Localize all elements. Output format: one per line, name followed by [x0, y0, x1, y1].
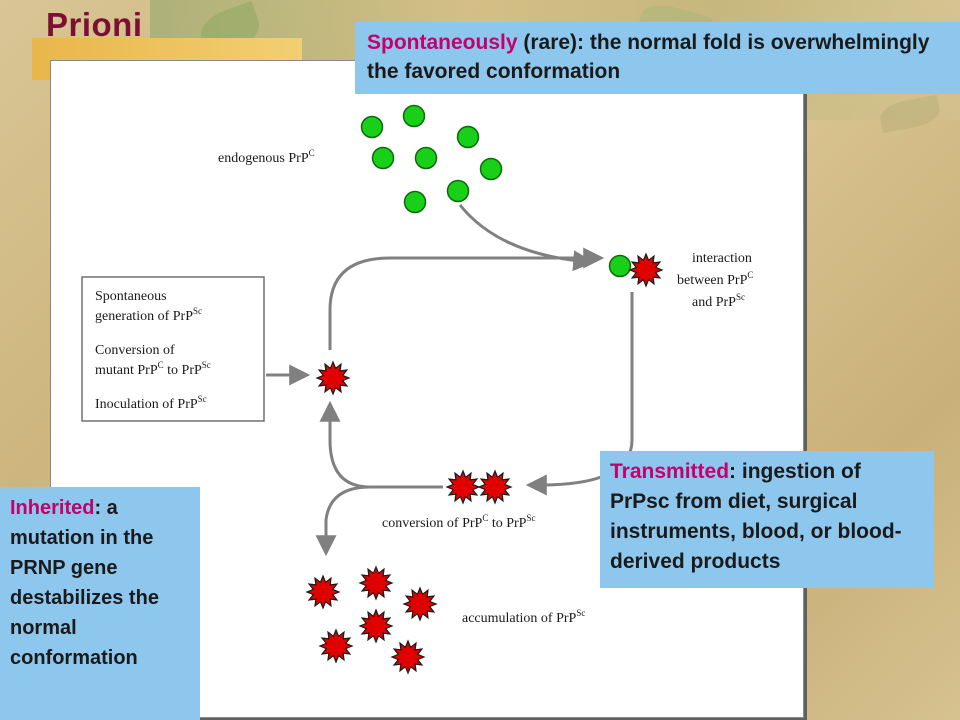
flow-arrow [458, 204, 595, 272]
sources-box [81, 276, 265, 422]
normal-prp-circle [479, 157, 503, 181]
sources-line-5: Inoculation of PrPSc [95, 394, 207, 412]
flow-arrow [315, 485, 371, 557]
endogenous-label: endogenous PrPC [218, 148, 315, 166]
sources-line-2: generation of PrPSc [95, 306, 202, 324]
normal-prp-circle [403, 190, 427, 214]
normal-prp-circle [446, 179, 470, 203]
prion-prpsc-star [390, 639, 426, 675]
interaction-label-2: between PrPC [677, 270, 753, 288]
prion-group [305, 252, 664, 675]
normal-prp-circle [456, 125, 480, 149]
accumulation-label: accumulation of PrPSc [462, 608, 585, 626]
normal-prp-group [360, 104, 632, 278]
prion-prpsc-star [477, 469, 513, 505]
flow-arrow [328, 247, 605, 350]
sources-line-3: Conversion of [95, 343, 175, 358]
interaction-label-3: and PrPSc [692, 292, 745, 310]
callout-transmitted: Transmitted: ingestion of PrPsc from die… [600, 451, 934, 588]
normal-prp-circle [608, 254, 632, 278]
normal-prp-circle [402, 104, 426, 128]
callout-inherited: Inherited: a mutation in the PRNP gene d… [0, 487, 200, 720]
prion-prpsc-star [358, 608, 394, 644]
prion-prpsc-star [315, 360, 351, 396]
prion-prpsc-star [445, 469, 481, 505]
page-title: Prioni [46, 6, 143, 43]
flow-arrow [319, 400, 443, 489]
prion-prpsc-star [358, 565, 394, 601]
prion-prpsc-star [628, 252, 664, 288]
normal-prp-circle [360, 115, 384, 139]
normal-prp-circle [371, 146, 395, 170]
sources-line-4: mutant PrPC to PrPSc [95, 360, 211, 378]
prion-prpsc-star [402, 586, 438, 622]
flow-arrows [266, 204, 634, 557]
conversion-label: conversion of PrPC to PrPSc [382, 513, 535, 531]
prion-prpsc-star [318, 628, 354, 664]
sources-line-1: Spontaneous [95, 289, 167, 304]
interaction-label-1: interaction [692, 251, 752, 266]
callout-spontaneous: Spontaneously (rare): the normal fold is… [355, 22, 960, 94]
normal-prp-circle [414, 146, 438, 170]
prion-prpsc-star [305, 574, 341, 610]
